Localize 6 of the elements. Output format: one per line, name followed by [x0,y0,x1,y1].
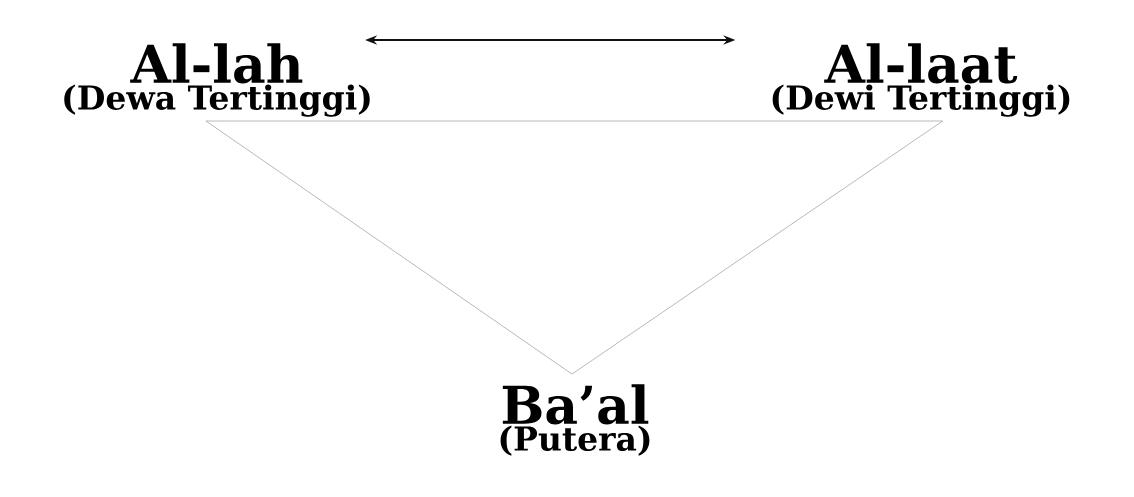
deity-label: Al-laat (Dewi Tertinggi) [772,43,1070,117]
deity-label: Ba’al (Putera) [500,384,650,456]
triangle-line [571,120,943,375]
triangle-line [205,120,943,122]
deity-label: Al-lah (Dewa Tertinggi) [64,43,370,117]
triangle-line [205,120,573,375]
